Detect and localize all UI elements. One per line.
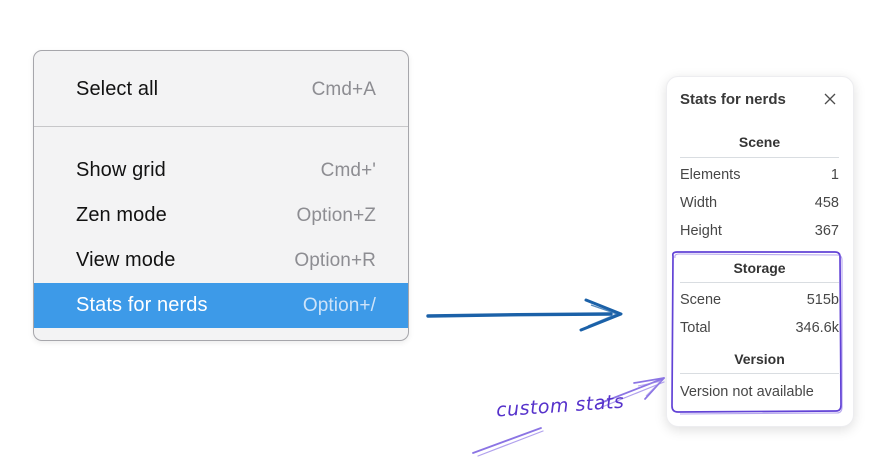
stat-label: Total (680, 320, 711, 336)
stat-value: 515b (806, 292, 839, 308)
menu-item-shortcut: Option+/ (302, 294, 376, 316)
menu-item-shortcut: Option+R (294, 249, 376, 271)
stat-label: Height (680, 223, 722, 239)
menu-item-shortcut: Option+Z (296, 204, 376, 226)
stat-value: 346.6k (795, 320, 839, 336)
annotation-arrow-tail (472, 427, 544, 457)
menu-item-label: Show grid (76, 159, 166, 181)
section-heading-version: Version (734, 351, 785, 367)
flow-arrow-icon (426, 298, 623, 332)
scene-rows: Elements 1 Width 458 Height 367 (680, 161, 839, 245)
menu-item-shortcut: Cmd+' (320, 159, 376, 181)
menu-item-label: Stats for nerds (76, 294, 208, 316)
section-divider (680, 373, 839, 374)
stat-label: Scene (680, 292, 722, 308)
stats-panel-title: Stats for nerds (680, 90, 786, 108)
menu-item-zen-mode[interactable]: Zen mode Option+Z (34, 193, 408, 238)
context-menu: Select all Cmd+A Show grid Cmd+' Zen mod… (33, 50, 409, 341)
stat-label: Elements (680, 167, 741, 183)
stat-value: 458 (814, 195, 839, 211)
section-divider (680, 282, 839, 283)
stat-value: 1 (830, 167, 839, 183)
section-divider (680, 157, 839, 158)
menu-item-label: Select all (76, 78, 159, 100)
stat-row-height: Height 367 (680, 217, 839, 245)
close-icon[interactable] (821, 90, 839, 108)
stats-panel: Stats for nerds Scene Elements 1 Width 4… (666, 76, 854, 427)
menu-divider (34, 126, 408, 127)
section-heading-storage: Storage (733, 260, 786, 276)
stat-row-total-storage: Total 346.6k (680, 314, 839, 342)
menu-item-show-grid[interactable]: Show grid Cmd+' (34, 148, 408, 193)
stat-row-elements: Elements 1 (680, 161, 839, 189)
menu-item-select-all[interactable]: Select all Cmd+A (34, 67, 408, 112)
stat-row-scene-storage: Scene 515b (680, 286, 839, 314)
menu-item-shortcut: Cmd+A (311, 78, 376, 100)
menu-item-label: View mode (76, 249, 176, 271)
menu-item-view-mode[interactable]: View mode Option+R (34, 238, 408, 283)
version-note: Version not available (680, 384, 814, 400)
stat-value: 367 (814, 223, 839, 239)
section-heading-scene: Scene (738, 134, 781, 150)
menu-item-label: Zen mode (76, 204, 167, 226)
annotation-custom-stats-label: custom stats (495, 390, 625, 422)
stat-label: Width (680, 195, 718, 211)
stats-panel-header: Stats for nerds (680, 89, 839, 109)
stat-row-width: Width 458 (680, 189, 839, 217)
storage-rows: Scene 515b Total 346.6k (680, 286, 839, 342)
menu-item-stats-for-nerds[interactable]: Stats for nerds Option+/ (34, 283, 408, 328)
